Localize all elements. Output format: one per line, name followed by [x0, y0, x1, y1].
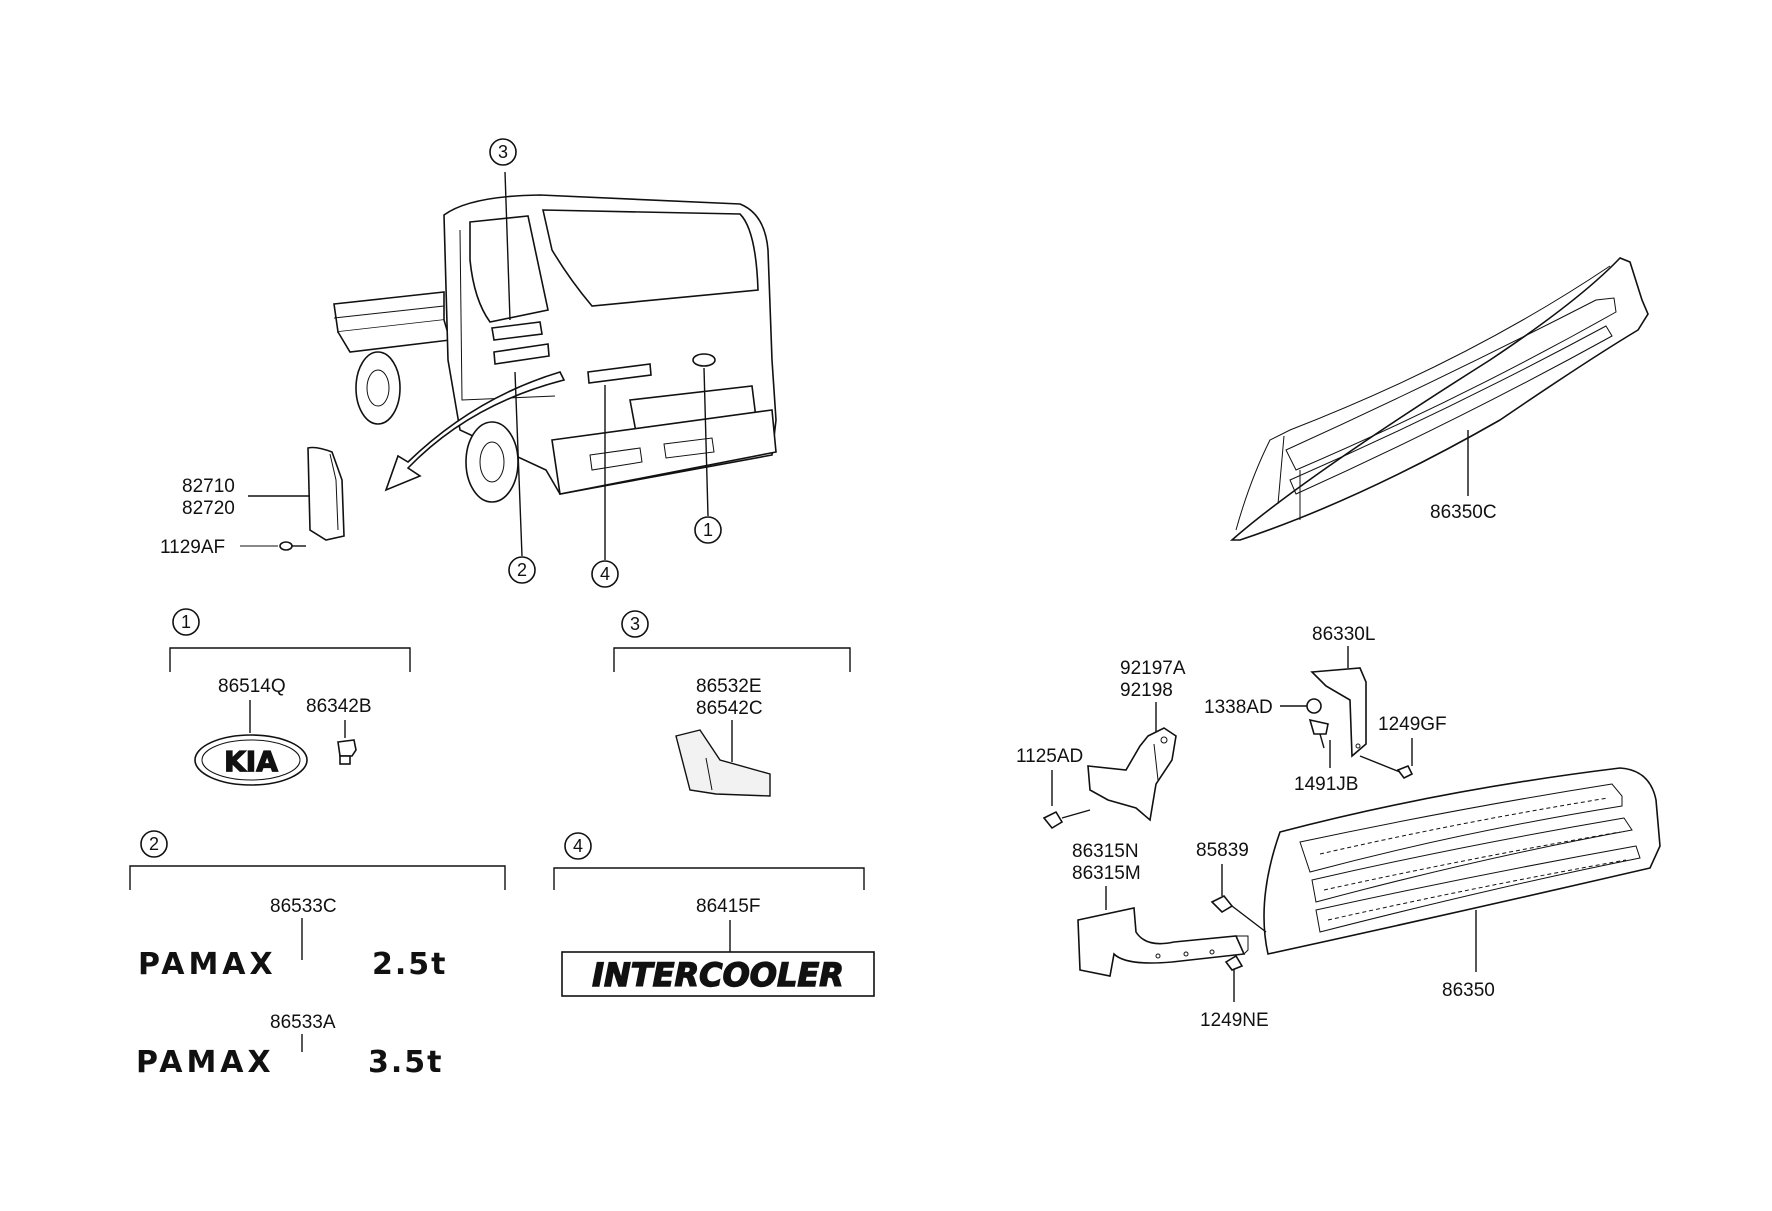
label-86342B: 86342B: [306, 696, 372, 717]
label-1338AD: 1338AD: [1204, 697, 1273, 718]
intercooler-emblem-text: INTERCOOLER: [592, 956, 844, 994]
svg-text:3: 3: [630, 614, 640, 634]
label-86532E: 86532E: [696, 676, 762, 697]
tonnage-35: 3.5t: [368, 1045, 444, 1080]
label-86533C: 86533C: [270, 896, 337, 917]
callout-3-top: 3: [489, 138, 517, 166]
label-86315N: 86315N: [1072, 841, 1139, 862]
bracket-92197a: 92197A 92198 1125AD: [1016, 658, 1186, 830]
callout-2-truck: 2: [508, 556, 536, 584]
group-2-pamax: 2 86533C PAMAX 2.5t 86533A PAMAX 3.5t: [129, 830, 506, 1080]
truck-illustration: [333, 194, 777, 503]
label-92198: 92198: [1120, 680, 1173, 701]
label-86533A: 86533A: [270, 1012, 336, 1033]
label-86514Q: 86514Q: [218, 676, 286, 697]
svg-text:4: 4: [600, 564, 610, 584]
label-86415F: 86415F: [696, 896, 760, 917]
label-1491JB: 1491JB: [1294, 774, 1358, 795]
tonnage-25: 2.5t: [372, 947, 448, 982]
corner-trim-86315n: 86315N 86315M 85839 1249NE: [1072, 840, 1269, 1031]
label-82710: 82710: [182, 476, 235, 497]
upper-grille-86350c: 86350C: [1229, 257, 1649, 541]
group-1-kia-emblem: 1 86514Q 86342B KIA: [169, 608, 411, 786]
arrow-icon: [384, 371, 566, 492]
mud-flap-part: 82710 82720 1129AF: [160, 446, 345, 558]
svg-text:2: 2: [149, 834, 159, 854]
label-1125AD: 1125AD: [1016, 746, 1083, 767]
label-86315M: 86315M: [1072, 863, 1141, 884]
label-1129AF: 1129AF: [160, 537, 225, 558]
label-86350: 86350: [1442, 980, 1495, 1001]
lower-grille-86350: 86350: [1263, 767, 1661, 1001]
group-3-door-emblem: 3 86532E 86542C: [613, 610, 851, 797]
callout-4-truck: 4: [591, 560, 619, 588]
label-1249NE: 1249NE: [1200, 1010, 1269, 1031]
bracket-86330l: 86330L 1338AD 1249GF 1491JB: [1204, 624, 1447, 795]
label-86350C: 86350C: [1430, 502, 1497, 523]
label-86330L: 86330L: [1312, 624, 1375, 645]
label-1249GF: 1249GF: [1378, 714, 1447, 735]
group-4-intercooler: 4 86415F INTERCOOLER: [553, 832, 875, 997]
svg-text:1: 1: [181, 612, 191, 632]
svg-text:2: 2: [517, 560, 527, 580]
label-85839: 85839: [1196, 840, 1249, 861]
pamax-emblem-35: PAMAX: [136, 1045, 275, 1080]
label-86542C: 86542C: [696, 698, 763, 719]
svg-text:3: 3: [498, 142, 508, 162]
callout-1-truck: 1: [694, 516, 722, 544]
kia-logo-text: KIA: [224, 745, 278, 778]
svg-text:4: 4: [573, 836, 583, 856]
label-82720: 82720: [182, 498, 235, 519]
label-92197A: 92197A: [1120, 658, 1186, 679]
pamax-emblem-25: PAMAX: [138, 947, 277, 982]
svg-text:1: 1: [703, 520, 713, 540]
